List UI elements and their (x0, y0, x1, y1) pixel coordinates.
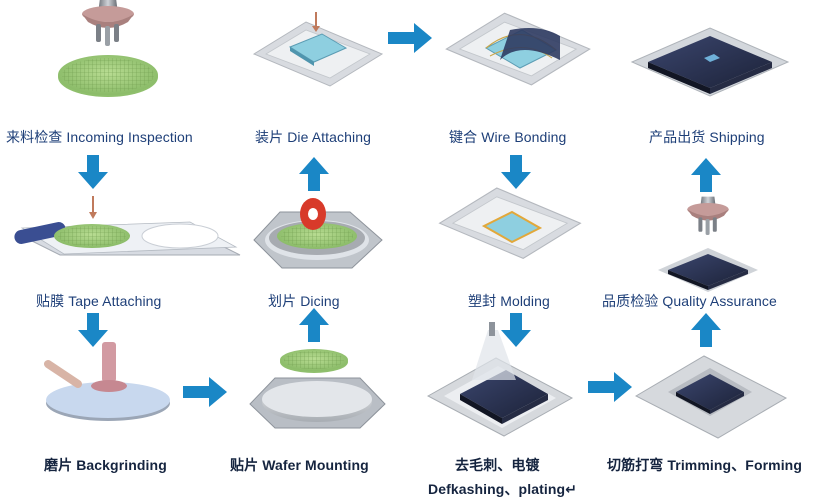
arrow-down-3 (501, 155, 531, 189)
arrow-down-4 (501, 313, 531, 347)
vacuum-pick-up-icon (687, 196, 729, 235)
arrow-down-1 (78, 155, 108, 189)
arrow-up-2 (299, 157, 329, 191)
arrow-right-1 (183, 377, 227, 407)
label-die-attaching: 装片 Die Attaching (255, 129, 371, 145)
dicing-illustration (253, 198, 383, 269)
chip-icon (658, 248, 758, 292)
label-incoming-inspection: 来料检查 Incoming Inspection (6, 129, 193, 145)
arrow-up-1 (299, 308, 329, 342)
arrow-up-4 (691, 158, 721, 192)
label-quality-assurance: 品质检验 Quality Assurance (602, 293, 777, 309)
label-shipping: 产品出货 Shipping (649, 129, 765, 145)
tape-attaching-illustration (14, 196, 241, 256)
quality-assurance-illustration (658, 196, 758, 292)
grinder-icon (44, 342, 127, 392)
wafer-mounting-illustration (249, 349, 386, 429)
label-deflashing-en: Defkashing、plating↵ (428, 481, 577, 497)
wire-bonding-illustration (445, 12, 591, 86)
arrow-right-2 (388, 23, 432, 53)
backgrinding-illustration (44, 342, 170, 421)
label-wafer-mounting: 贴片 Wafer Mounting (230, 457, 369, 473)
trimming-forming-illustration (634, 355, 788, 439)
molding-illustration (439, 187, 581, 259)
die-attaching-illustration (253, 12, 383, 87)
label-backgrinding: 磨片 Backgrinding (44, 457, 167, 473)
incoming-inspection-illustration (58, 0, 158, 97)
deflashing-illustration (426, 322, 574, 437)
arrow-up-3 (691, 313, 721, 347)
label-dicing: 划片 Dicing (268, 293, 340, 309)
dicing-blade-icon (300, 198, 326, 230)
label-trimming-forming: 切筋打弯 Trimming、Forming (607, 457, 802, 473)
vacuum-pick-up-icon (82, 0, 134, 46)
label-wire-bonding: 键合 Wire Bonding (449, 129, 567, 145)
shipping-illustration (630, 27, 790, 97)
label-tape-attaching: 贴膜 Tape Attaching (36, 293, 162, 309)
arrow-down-2 (78, 313, 108, 347)
arrow-right-3 (588, 372, 632, 402)
label-deflashing-cn: 去毛刺、电镀 (455, 457, 540, 473)
label-molding: 塑封 Molding (468, 293, 550, 309)
